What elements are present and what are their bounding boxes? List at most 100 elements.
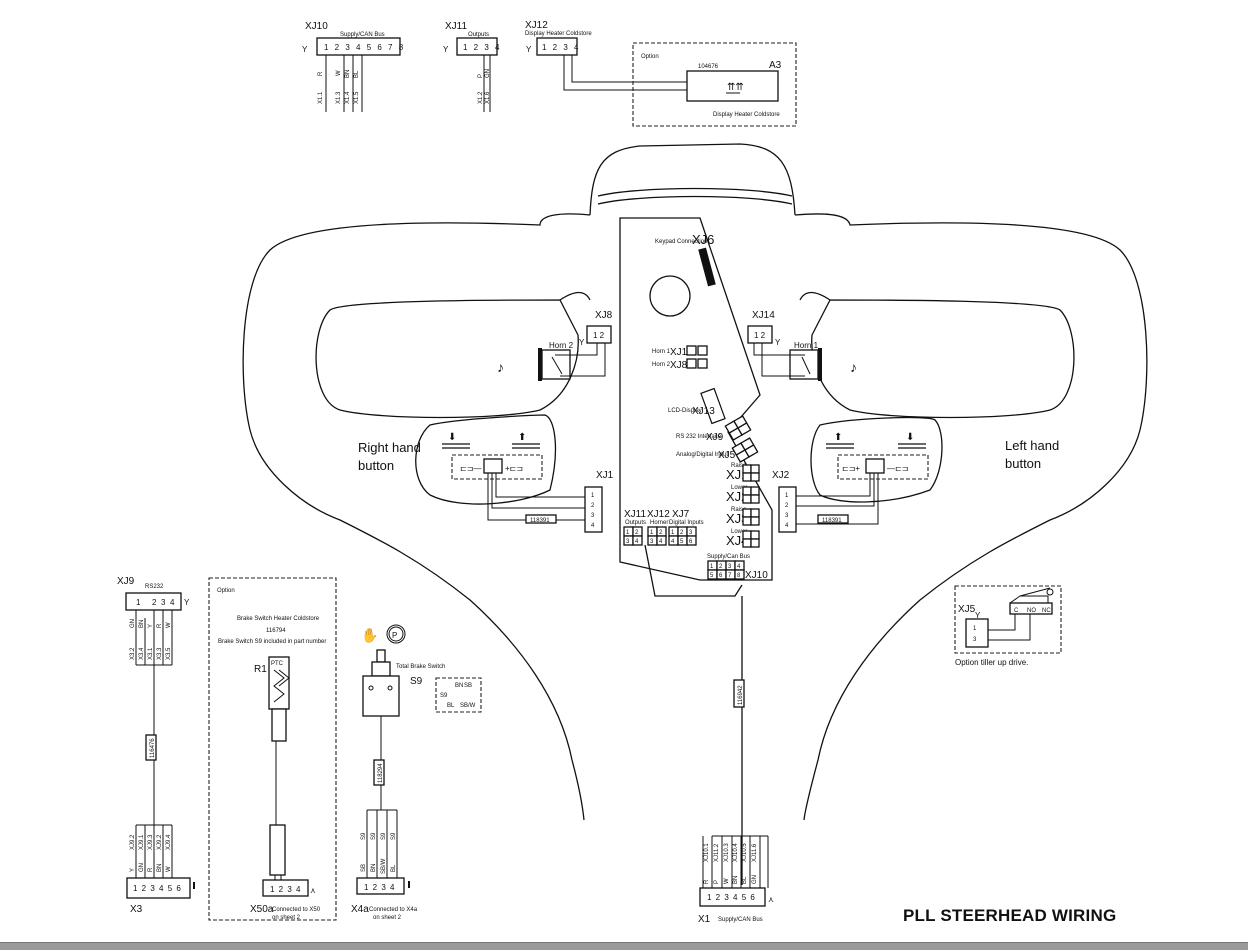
svg-text:Connected to X4a: Connected to X4a	[369, 907, 418, 913]
diagram-title: PLL STEERHEAD WIRING	[903, 906, 1117, 925]
svg-text:SB/W: SB/W	[381, 858, 387, 874]
svg-text:2: 2	[591, 503, 595, 509]
svg-text:Option: Option	[217, 588, 235, 594]
svg-text:XJ11.6: XJ11.6	[752, 843, 758, 862]
svg-text:4: 4	[671, 539, 675, 545]
svg-text:2: 2	[719, 564, 723, 570]
svg-text:2: 2	[659, 530, 663, 536]
xj13-id: XJ13	[692, 406, 715, 417]
svg-text:W: W	[166, 866, 172, 872]
svg-text:X1.1: X1.1	[318, 91, 324, 104]
svg-text:1 2 3 4: 1 2 3 4	[463, 43, 501, 52]
steerhead-outline	[242, 143, 1148, 821]
svg-text:Raise: Raise	[731, 463, 747, 469]
svg-text:XJ5: XJ5	[958, 604, 976, 615]
svg-text:RS232: RS232	[145, 584, 164, 590]
svg-text:GN: GN	[485, 69, 491, 78]
svg-text:Y: Y	[130, 868, 136, 872]
xj9-id: XJ9	[706, 432, 724, 443]
svg-text:XJ11.2: XJ11.2	[714, 843, 720, 862]
svg-text:Brake Switch S9 included in pa: Brake Switch S9 included in part number	[218, 639, 326, 645]
xj9-label: RS 232 Interface	[676, 434, 722, 440]
svg-text:Option: Option	[641, 54, 659, 60]
xj6-label: Keypad Connection	[655, 239, 707, 245]
svg-text:PTC: PTC	[271, 661, 284, 667]
svg-text:W: W	[166, 622, 172, 628]
svg-text:4: 4	[737, 564, 741, 570]
svg-text:Y: Y	[975, 611, 981, 620]
svg-text:Y: Y	[148, 624, 154, 628]
heater-icon: ⇈⇈	[727, 82, 744, 93]
svg-text:A3: A3	[769, 60, 782, 71]
svg-text:SB/W: SB/W	[460, 703, 476, 709]
svg-text:⊏⊐—: ⊏⊐—	[460, 464, 481, 473]
svg-text:BL: BL	[447, 703, 455, 709]
svg-text:118391: 118391	[822, 518, 842, 524]
svg-text:6: 6	[689, 539, 693, 545]
svg-text:116942: 116942	[738, 685, 744, 705]
svg-text:Display Heater Coldstore: Display Heater Coldstore	[713, 112, 780, 118]
x50a-connector	[262, 879, 309, 897]
svg-text:on sheet 2: on sheet 2	[272, 915, 301, 921]
x4a-connector	[356, 877, 405, 895]
raise-arrow-icon: ⬆	[518, 432, 526, 443]
brake-cable-tag	[373, 759, 385, 786]
horn-1-assembly: XJ14 1 2 Y Horn 1 ♪	[747, 310, 857, 381]
xj8-connector	[586, 325, 612, 344]
xj2-connector	[778, 486, 797, 533]
svg-text:104676: 104676	[698, 64, 719, 70]
svg-text:—⊏⊐: —⊏⊐	[887, 464, 908, 473]
svg-text:Brake Switch Heater Coldstore: Brake Switch Heater Coldstore	[237, 616, 320, 622]
horn-1-icon: ♪	[850, 359, 857, 375]
svg-text:Digital Inputs: Digital Inputs	[669, 520, 704, 526]
board-horn1-label: Horn 1	[652, 349, 671, 355]
svg-text:SB: SB	[464, 683, 472, 689]
board-horn2-label: Horn 2	[652, 362, 671, 368]
svg-text:W: W	[336, 70, 342, 76]
svg-text:R: R	[148, 867, 154, 872]
svg-text:4: 4	[591, 523, 595, 529]
svg-text:XJ2: XJ2	[772, 470, 790, 481]
brake-switch-schematic	[435, 677, 482, 713]
display-heater-module	[686, 70, 779, 102]
left-switch-body	[865, 458, 885, 474]
svg-text:1: 1	[591, 493, 595, 499]
hand-icon: ✋	[361, 627, 378, 643]
svg-text:6: 6	[719, 573, 723, 579]
board-xj5-connector	[731, 437, 759, 463]
right-cable-tag	[525, 514, 557, 524]
left-cable-tag	[817, 514, 849, 524]
svg-text:S9: S9	[381, 832, 387, 840]
board-xj8-pin1	[686, 358, 697, 369]
svg-text:NC: NC	[1042, 608, 1051, 614]
svg-text:X3.2: X3.2	[130, 647, 136, 660]
svg-text:116794: 116794	[266, 628, 286, 634]
svg-text:Raise: Raise	[731, 507, 747, 513]
svg-text:Y: Y	[302, 45, 308, 54]
svg-text:1: 1	[136, 598, 141, 607]
xj10-top-housing	[316, 37, 401, 56]
control-board: Keypad Connection XJ6 Horn 1 XJ14 Horn 2…	[619, 217, 773, 885]
horn-2-assembly: XJ8 1 2 Y Horn 2 ♪	[497, 310, 613, 381]
svg-text:2: 2	[680, 530, 684, 536]
svg-text:1: 1	[973, 626, 977, 632]
total-brake-switch: ✋ P Total Brake Switch S9 BN SB S9 BL SB…	[351, 624, 482, 921]
svg-text:X1.5: X1.5	[354, 91, 360, 104]
svg-text:Lower: Lower	[731, 529, 747, 535]
x3-connector	[126, 877, 191, 899]
board-mounting-hole	[649, 275, 691, 317]
brake-heater-option: Option Brake Switch Heater Coldstore 116…	[208, 577, 337, 921]
left-hand-button: Left hand button ⬆ ⬇ ⊏⊐+—⊏⊐ 118391 XJ2 1…	[772, 416, 1059, 533]
svg-text:3: 3	[626, 539, 630, 545]
main-harness-x1: 116942 XJ10.1 XJ11.2 XJ10.3 XJ10.4 XJ10.…	[698, 679, 774, 925]
svg-text:X1: X1	[698, 914, 711, 925]
svg-text:X1.2: X1.2	[478, 91, 484, 104]
svg-text:4: 4	[635, 539, 639, 545]
svg-text:3: 3	[973, 637, 977, 643]
svg-text:XJ11: XJ11	[445, 21, 467, 32]
svg-text:XJ9.2: XJ9.2	[157, 834, 163, 850]
top-xj11: XJ11 Outputs 1 2 3 4 Y P GN X1.2 X1.6	[443, 21, 501, 112]
board-xj1: Raise XJ1	[726, 463, 760, 482]
